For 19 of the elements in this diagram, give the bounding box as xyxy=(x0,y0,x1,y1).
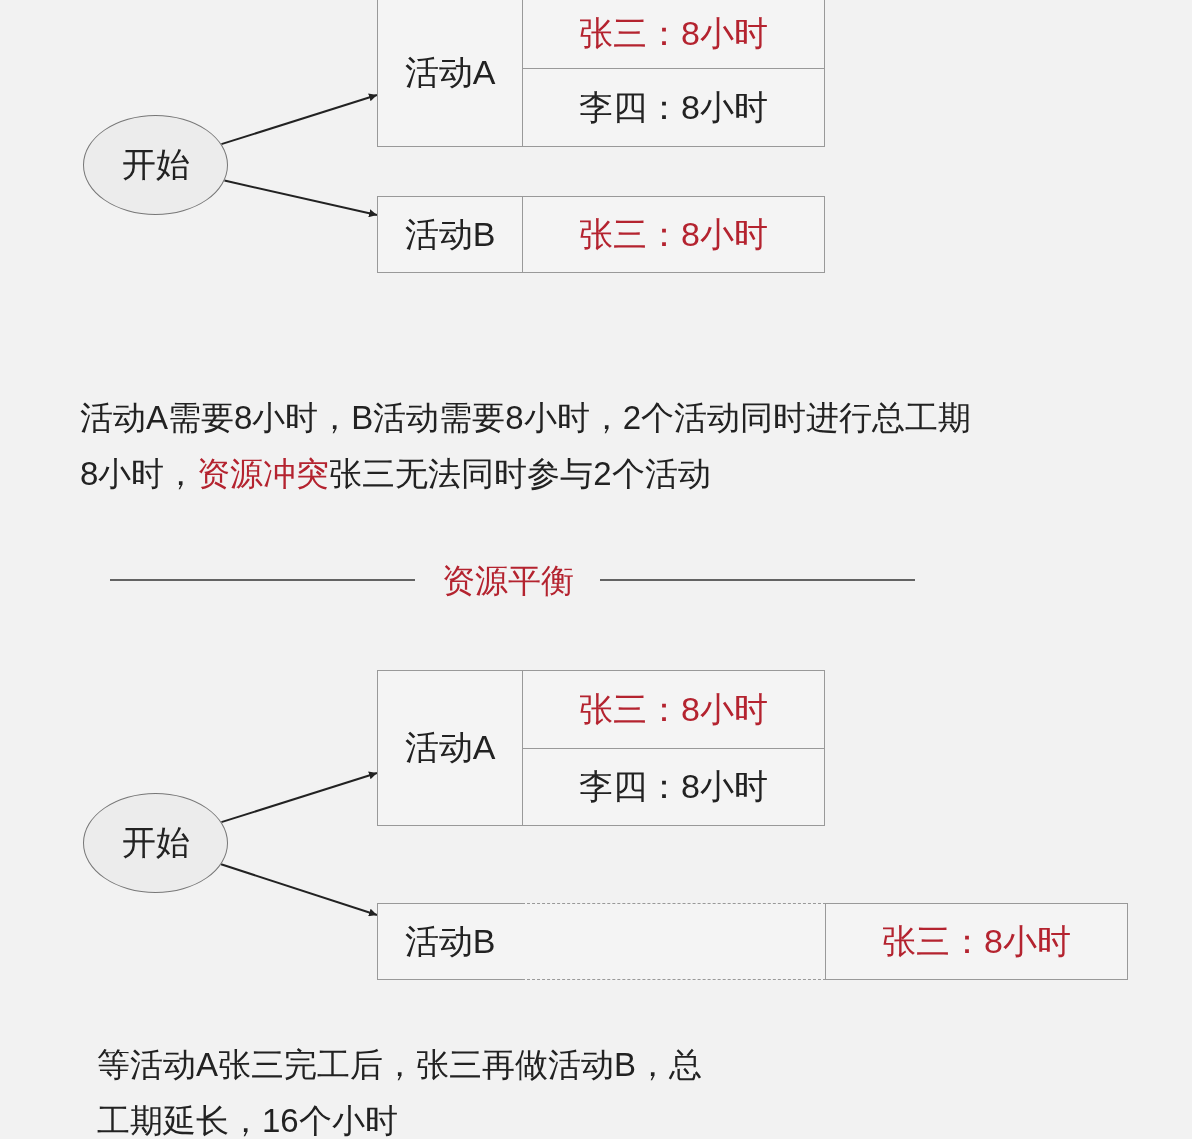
activity-box: 活动A xyxy=(377,670,523,826)
resource-cell: 张三：8小时 xyxy=(825,903,1128,980)
start-ellipse: 开始 xyxy=(83,115,228,215)
activity-box: 活动B xyxy=(377,196,523,273)
start-ellipse: 开始 xyxy=(83,793,228,893)
resource-cell: 李四：8小时 xyxy=(522,748,825,826)
resource-cell: 张三：8小时 xyxy=(522,196,825,273)
resource-cell: 李四：8小时 xyxy=(522,68,825,147)
arrow xyxy=(220,771,378,824)
section-heading: 资源平衡 xyxy=(441,561,575,601)
activity-box: 活动A xyxy=(377,0,523,147)
arrow xyxy=(220,93,378,146)
arrow xyxy=(223,179,378,218)
description-text: 等活动A张三完工后，张三再做活动B，总工期延长，16个小时 xyxy=(97,1045,704,1139)
resource-cell: 张三：8小时 xyxy=(522,670,825,749)
delay-box xyxy=(522,903,826,980)
description-text: 活动A需要8小时，B活动需要8小时，2个活动同时进行总工期8小时，资源冲突张三无法同时参与2个活动 xyxy=(80,398,973,494)
activity-box: 活动B xyxy=(377,903,523,980)
arrow xyxy=(220,863,378,917)
